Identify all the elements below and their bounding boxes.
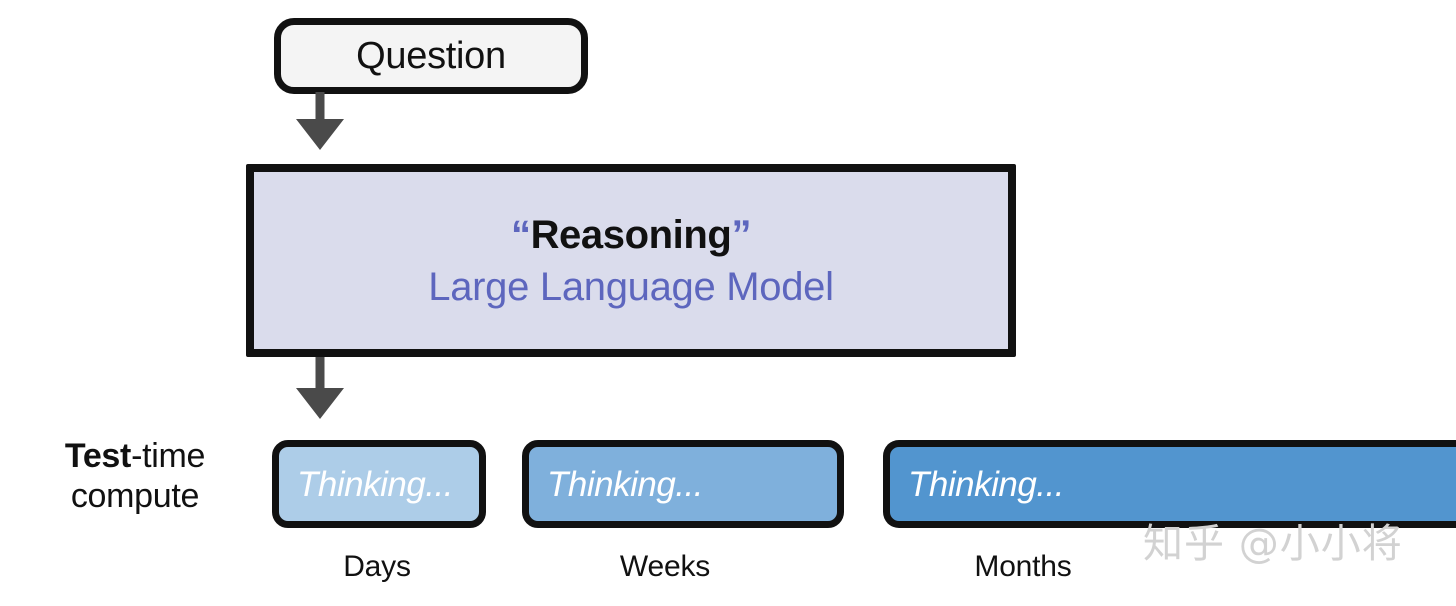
thinking-bar-weeks[interactable]: Thinking... xyxy=(522,440,844,528)
arrow-stem xyxy=(315,92,325,120)
arrow-down-model-to-compute xyxy=(296,357,344,419)
open-quote-glyph: “ xyxy=(510,212,531,257)
thinking-bar-days-text: Thinking... xyxy=(297,464,453,504)
test-time-compute-label: Test-time compute xyxy=(20,436,250,516)
watermark-text: 知乎 @小小将 xyxy=(1143,521,1403,567)
question-node[interactable]: Question xyxy=(274,18,588,94)
arrow-down-question-to-model xyxy=(296,92,344,150)
arrow-head xyxy=(296,388,344,419)
test-time-compute-rest-part: -time xyxy=(131,437,206,475)
scale-caption-months: Months xyxy=(974,550,1072,583)
close-quote-glyph: ” xyxy=(731,212,752,257)
scale-caption-weeks: Weeks xyxy=(619,550,711,583)
thinking-bar-days[interactable]: Thinking... xyxy=(272,440,486,528)
test-time-compute-bold-part: Test xyxy=(64,437,132,475)
reasoning-llm-title: “Reasoning” xyxy=(511,212,751,258)
arrow-stem xyxy=(315,357,325,389)
test-time-compute-second-line: compute xyxy=(70,477,200,516)
thinking-bar-weeks-text: Thinking... xyxy=(547,464,703,504)
reasoning-word: Reasoning xyxy=(530,212,732,257)
thinking-bar-months[interactable]: Thinking... xyxy=(883,440,1456,528)
reasoning-llm-node[interactable]: “Reasoning” Large Language Model xyxy=(246,164,1016,357)
arrow-head xyxy=(296,119,344,150)
thinking-bar-months-text: Thinking... xyxy=(908,464,1064,504)
question-node-label: Question xyxy=(356,35,506,77)
scale-caption-days: Days xyxy=(343,550,411,583)
reasoning-llm-subtitle: Large Language Model xyxy=(428,264,834,309)
